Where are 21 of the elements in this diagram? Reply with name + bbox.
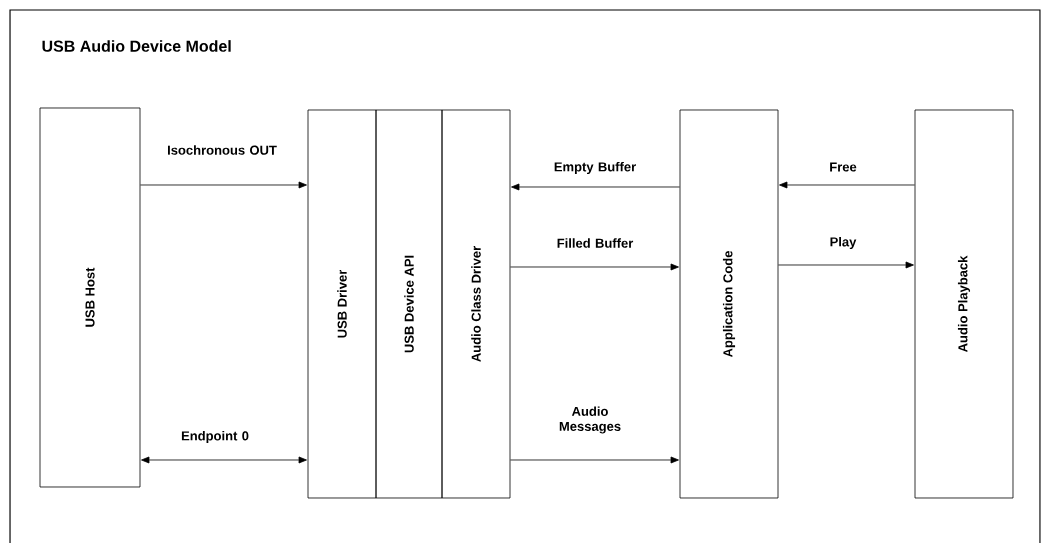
block-box: USB Device API (375, 109, 443, 499)
arrow (511, 183, 680, 191)
edge-label: Play (830, 236, 857, 250)
arrow (778, 261, 914, 269)
arrow (140, 181, 307, 189)
block-box: Audio Playback (914, 109, 1014, 499)
block-box: USB Driver (307, 109, 377, 499)
arrow (510, 263, 679, 271)
block-box: USB Host (39, 107, 141, 488)
arrow (779, 181, 915, 189)
edge-label: Audio Messages (559, 406, 621, 434)
edge-label: Free (830, 162, 857, 172)
edge-label: Endpoint 0 (181, 430, 249, 444)
edge-label: Filled Buffer (557, 238, 634, 248)
arrow (510, 456, 679, 464)
block-box: Audio Class Driver (441, 109, 511, 499)
edge-label: Empty Buffer (554, 161, 636, 175)
arrow (141, 456, 307, 464)
block-box: Application Code (679, 109, 779, 499)
title: USB Audio Device Model (42, 40, 231, 52)
edge-label: Isochronous OUT (168, 145, 277, 155)
